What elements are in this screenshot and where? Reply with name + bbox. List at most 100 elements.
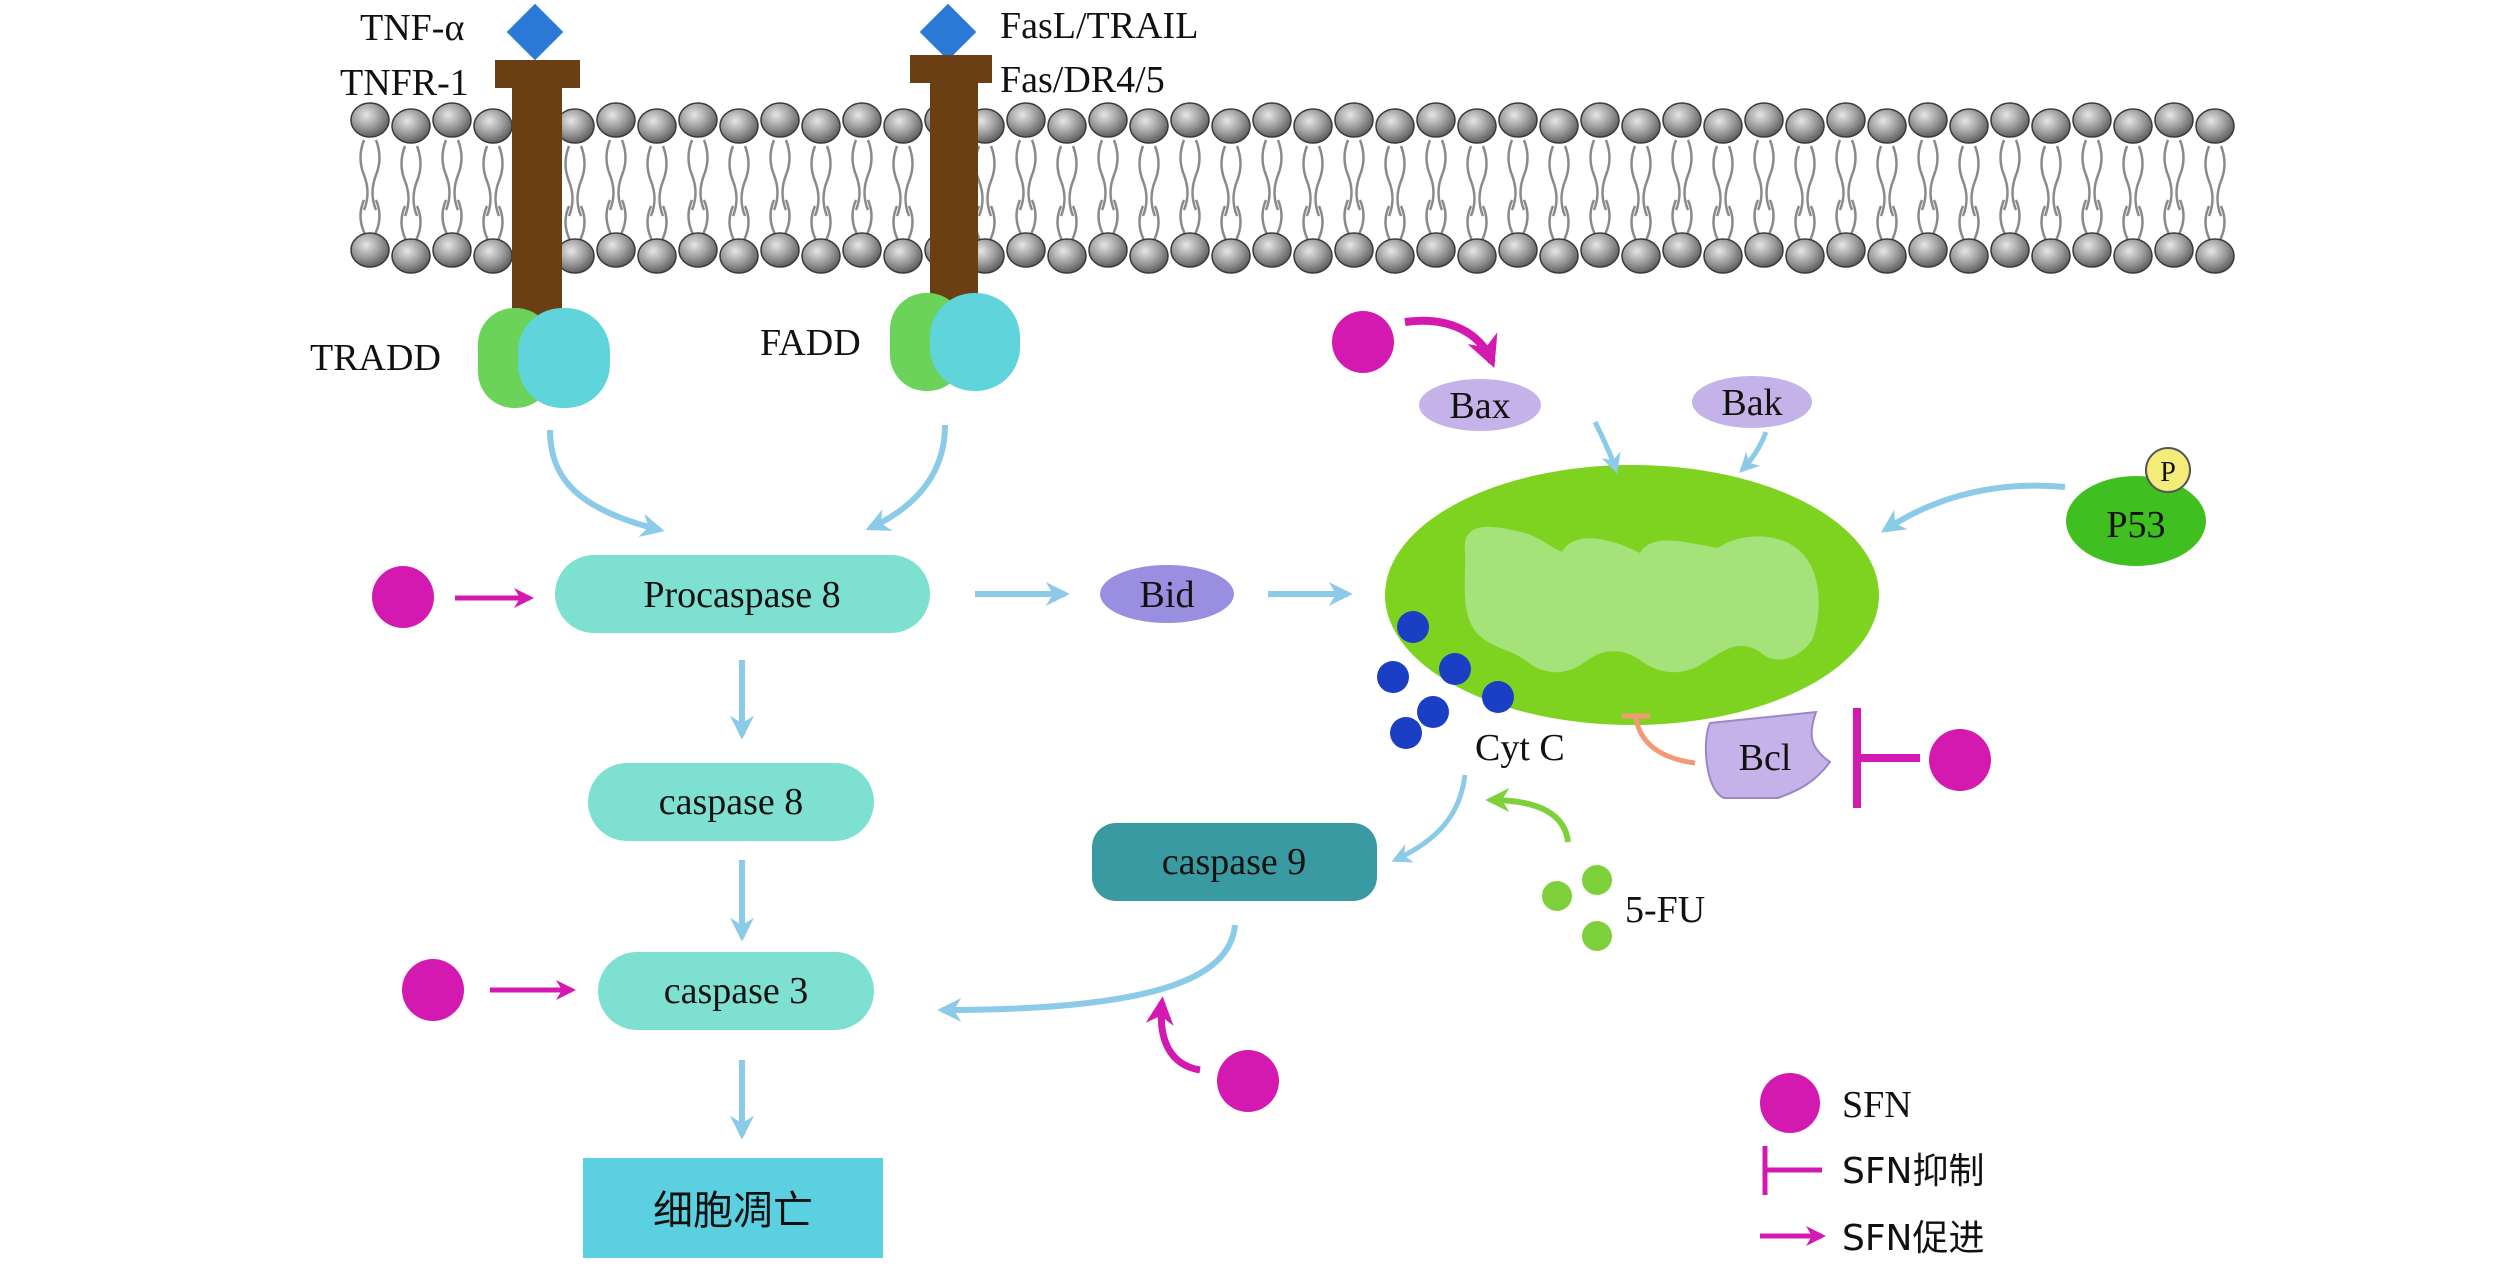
lipid-head [2113, 238, 2153, 274]
p53-phospho-label: P [2160, 457, 2176, 488]
lipid-head [1334, 232, 1374, 268]
lipid-tail [1642, 145, 1652, 217]
lipid-tail [1314, 145, 1324, 217]
lipid-tail [605, 139, 615, 211]
arrow-sfn-to-caspase9-path [1145, 996, 1201, 1074]
lipid-tail [453, 139, 463, 211]
sfn-dot-procaspase8 [372, 566, 434, 628]
lipid-head [1990, 232, 2030, 268]
lipid-tail [617, 139, 627, 211]
lipid-head [2031, 108, 2071, 144]
lipid-head [1170, 232, 1210, 268]
lipid-head [1170, 102, 1210, 138]
lipid-head [1375, 238, 1415, 274]
lipid-tail [1507, 139, 1517, 211]
lipid-head [883, 238, 923, 274]
lipid-head [2154, 102, 2194, 138]
tnfr1-label: TNFR-1 [340, 62, 469, 104]
lipid-head [2113, 108, 2153, 144]
tnf-alpha-label: TNF-α [360, 7, 464, 49]
lipid-tail [2163, 139, 2173, 211]
arrow-caspase9-to-caspase3 [937, 924, 1238, 1022]
p53-label: P53 [2106, 504, 2165, 546]
sfn-promotes-procaspase8 [372, 566, 534, 628]
apoptosis-box: 细胞凋亡 [583, 1158, 883, 1258]
lipid-tail [822, 145, 832, 217]
fu-dot [1542, 881, 1572, 911]
caspase3-node: caspase 3 [598, 952, 874, 1030]
lipid-head [2195, 108, 2235, 144]
lipid-tail [2011, 139, 2021, 211]
bid-node: Bid [1100, 565, 1234, 623]
lipid-tail [494, 145, 504, 217]
lipid-head [1416, 232, 1456, 268]
lipid-tail [400, 145, 410, 217]
lipid-tail [1384, 145, 1394, 217]
fas-dr45-label: Fas/DR4/5 [1000, 59, 1165, 101]
lipid-tail [482, 145, 492, 217]
caspase8-label: caspase 8 [659, 781, 804, 823]
lipid-tail [1027, 139, 1037, 211]
lipid-tail [2040, 145, 2050, 217]
lipid-tail [1929, 139, 1939, 211]
lipid-tail [1999, 139, 2009, 211]
arrow-sfn-to-bax [1404, 316, 1498, 368]
sfn-dot-bcl [1929, 729, 1991, 791]
cyt-c-label: Cyt C [1475, 727, 1565, 769]
lipid-tail [576, 145, 586, 217]
lipid-tail [1519, 139, 1529, 211]
lipid-tail [1232, 145, 1242, 217]
lipid-tail [1806, 145, 1816, 217]
lipid-head [1252, 232, 1292, 268]
lipid-head [1047, 238, 1087, 274]
lipid-tail [1068, 145, 1078, 217]
bax-label: Bax [1449, 385, 1510, 427]
lipid-tail [2081, 139, 2091, 211]
lipid-tail [769, 139, 779, 211]
lipid-head [760, 102, 800, 138]
lipid-head [1908, 102, 1948, 138]
lipid-tail [371, 139, 381, 211]
lipid-tail [1150, 145, 1160, 217]
lipid-head [1539, 238, 1579, 274]
lipid-head [1498, 102, 1538, 138]
five-fu-cluster: 5-FU [1542, 865, 1705, 951]
lipid-head [1990, 102, 2030, 138]
lipid-tail [1671, 139, 1681, 211]
lipid-head [2195, 238, 2235, 274]
cyt-c-dot [1390, 717, 1422, 749]
bid-label: Bid [1140, 574, 1195, 616]
lipid-tail [1724, 145, 1734, 217]
tnf-alpha-ligand [506, 3, 564, 61]
lipid-tail [1888, 145, 1898, 217]
lipid-tail [412, 145, 422, 217]
cell-membrane [350, 102, 2235, 274]
lipid-head [1908, 232, 1948, 268]
sfn-dot-caspase3 [402, 959, 464, 1021]
cyt-c-dot [1482, 681, 1514, 713]
legend-promote-label: SFN促进 [1842, 1218, 1985, 1259]
lipid-head [432, 102, 472, 138]
lipid-head [473, 108, 513, 144]
lipid-tail [2122, 145, 2132, 217]
cytochrome-c-cluster: Cyt C [1377, 611, 1565, 769]
lipid-tail [1753, 139, 1763, 211]
lipid-head [1252, 102, 1292, 138]
lipid-head [1703, 238, 1743, 274]
lipid-head [760, 232, 800, 268]
lipid-head [1129, 108, 1169, 144]
fas-receptor-cap [910, 55, 992, 83]
sfn-dot-caspase9 [1217, 1050, 1279, 1112]
lipid-tail [1712, 145, 1722, 217]
arrow-bax-to-mitochondria [1592, 420, 1621, 474]
cyt-c-dot [1439, 653, 1471, 685]
lipid-head [473, 238, 513, 274]
sfn-promotes-caspase3 [402, 959, 576, 1021]
arrow-tradd-to-procaspase8 [547, 429, 665, 537]
legend-inhibit-label: SFN抑制 [1842, 1151, 1985, 1192]
lipid-tail [1478, 145, 1488, 217]
caspase9-node: caspase 9 [1092, 823, 1377, 901]
lipid-tail [781, 139, 791, 211]
lipid-head [801, 238, 841, 274]
